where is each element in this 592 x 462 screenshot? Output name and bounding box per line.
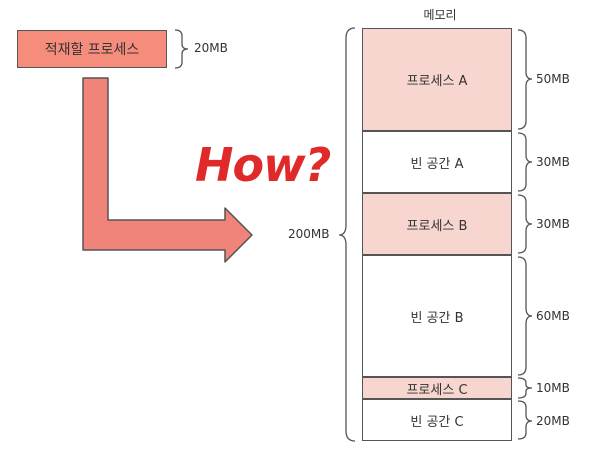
process-to-load-label: 적재할 프로세스: [44, 42, 140, 58]
how-question: How?: [195, 138, 331, 192]
process-size-brace: [174, 29, 189, 69]
memory-block-label: 프로세스 B: [406, 218, 468, 234]
size-label-empty-a: 30MB: [536, 155, 570, 169]
block-brace-empty-c: [517, 400, 533, 440]
size-label-process-c: 10MB: [536, 381, 570, 395]
size-label-process-a: 50MB: [536, 72, 570, 86]
memory-block-label: 빈 공간 B: [410, 310, 464, 326]
memory-block-label: 프로세스 C: [406, 382, 468, 398]
memory-block-empty-b: 빈 공간 B: [362, 255, 512, 377]
memory-block-process-b: 프로세스 B: [362, 193, 512, 255]
memory-block-label: 프로세스 A: [406, 74, 468, 89]
process-to-load-size: 20MB: [194, 41, 228, 55]
block-brace-empty-a: [517, 132, 533, 192]
block-brace-process-c: [517, 377, 533, 399]
size-label-empty-c: 20MB: [536, 414, 570, 428]
memory-block-empty-a: 빈 공간 A: [362, 131, 512, 193]
size-label-empty-b: 60MB: [536, 309, 570, 323]
block-brace-empty-b: [517, 256, 533, 376]
memory-block-empty-c: 빈 공간 C: [362, 399, 512, 441]
process-to-load-box: 적재할 프로세스: [17, 30, 167, 68]
memory-block-process-a: 프로세스 A: [362, 28, 512, 131]
memory-total-size: 200MB: [288, 227, 330, 241]
memory-block-label: 빈 공간 A: [410, 156, 464, 172]
block-brace-process-a: [517, 29, 533, 130]
memory-title: 메모리: [423, 8, 457, 22]
block-brace-process-b: [517, 194, 533, 254]
memory-total-brace: [338, 27, 356, 442]
size-label-process-b: 30MB: [536, 217, 570, 231]
memory-block-label: 빈 공간 C: [410, 414, 464, 430]
move-arrow: [82, 77, 253, 263]
memory-block-process-c: 프로세스 C: [362, 377, 512, 399]
